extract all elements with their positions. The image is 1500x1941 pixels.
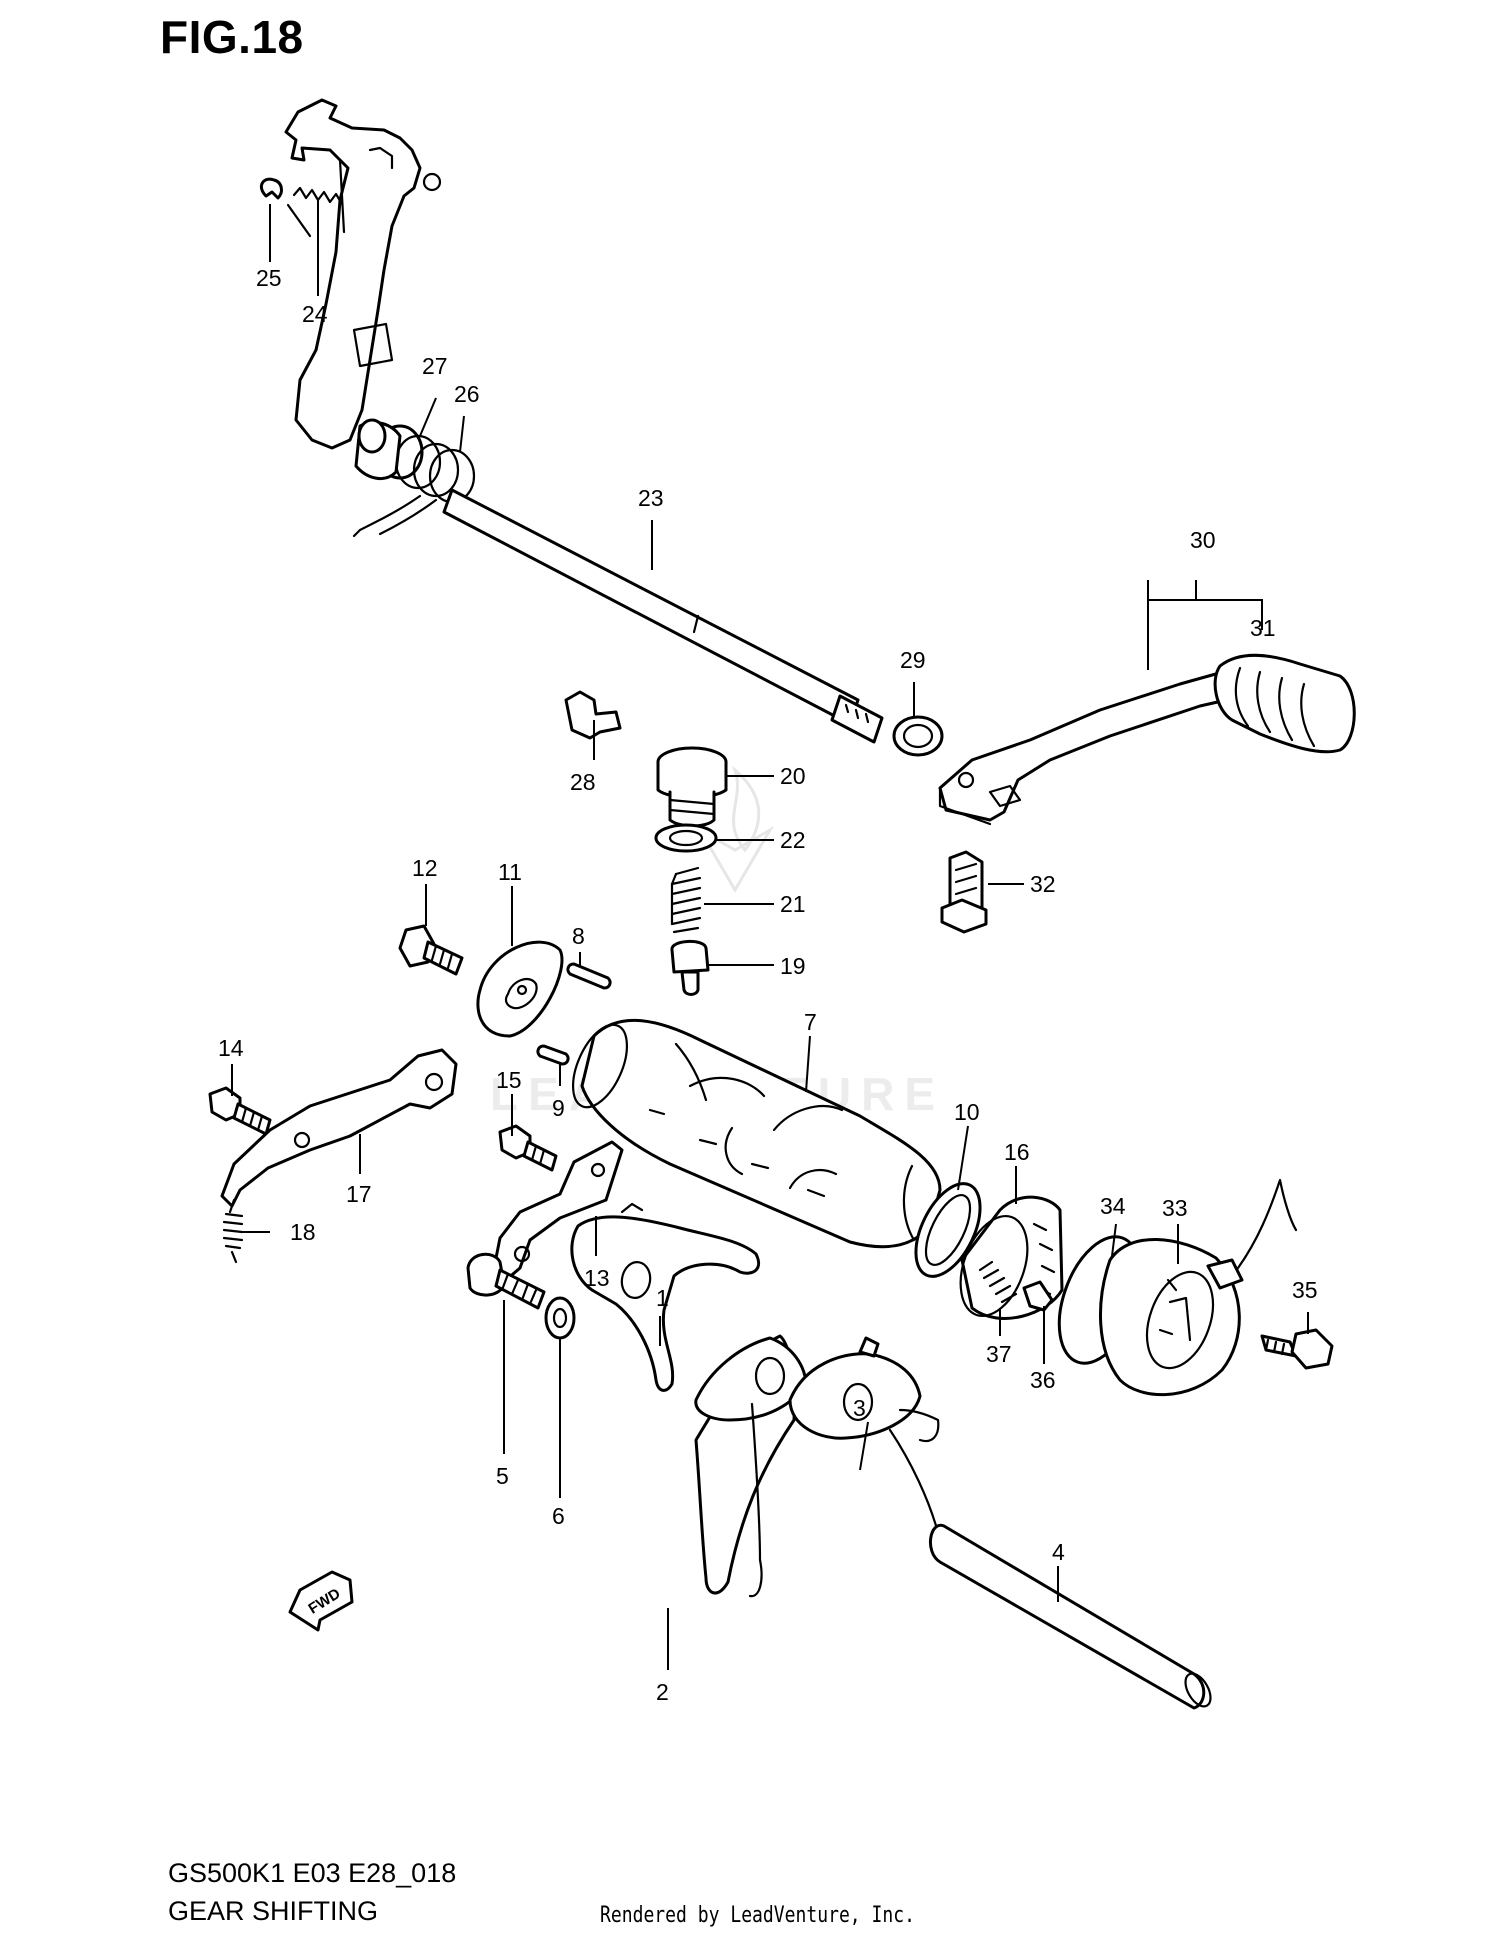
callout-15: 15 [496,1067,522,1093]
bolt-15 [498,1124,558,1172]
gearshift-lever [938,668,1252,826]
callout-27: 27 [422,353,448,379]
callout-37: 37 [986,1341,1012,1367]
callout-5: 5 [496,1463,509,1489]
leader-lines [231,200,1309,1670]
callout-33: 33 [1162,1195,1188,1221]
stopper-plate-13 [492,1140,624,1282]
callout-13: 13 [584,1265,610,1291]
lever-bolt [940,850,988,934]
neutral-contact-36 [1022,1280,1054,1312]
gearshift-arm [284,98,442,450]
callout-labels: 1 2 3 4 5 6 7 8 9 10 11 12 13 14 15 16 1… [218,265,1318,1705]
callout-6: 6 [552,1503,565,1529]
callout-31: 31 [1250,615,1276,641]
render-credit: Rendered by LeadVenture, Inc. [600,1903,915,1928]
callout-17: 17 [346,1181,372,1207]
footrest-rubber [1213,653,1356,754]
callout-24: 24 [302,301,328,327]
gearshift-cam [571,1018,942,1249]
shift-fork-shaft-4 [928,1523,1212,1710]
callout-12: 12 [412,855,438,881]
gasket-washer [654,823,718,853]
callout-30: 30 [1190,527,1216,553]
shift-fork-3 [788,1336,942,1542]
callout-18: 18 [290,1219,316,1245]
callout-8: 8 [572,923,585,949]
callout-26: 26 [454,381,480,407]
bolt-5 [466,1252,546,1310]
callout-20: 20 [780,763,806,789]
neutral-spring-37 [978,1260,1018,1304]
cam-stopper-plunger [670,940,710,996]
callout-32: 32 [1030,871,1056,897]
callout-21: 21 [780,891,806,917]
gear-position-switch-33 [1099,1178,1298,1396]
neutral-bolt-14 [208,1086,272,1136]
switch-bolt-35 [1260,1328,1334,1370]
plug-bolt [656,746,728,828]
callout-4: 4 [1052,1539,1065,1565]
gearshift-arm-stopper-bolt [564,690,622,740]
oil-seal [892,715,944,757]
callout-3: 3 [853,1395,866,1421]
e-clip [260,177,283,200]
shift-fork-2 [694,1334,808,1598]
washer-6 [544,1296,576,1340]
callout-36: 36 [1030,1367,1056,1393]
callout-1: 1 [656,1285,669,1311]
gearshift-shaft [442,488,884,744]
callout-29: 29 [900,647,926,673]
cam-stopper-arm-17 [220,1048,458,1208]
fwd-arrow: FWD [288,1570,354,1632]
shaft-collar [354,418,402,481]
callout-19: 19 [780,953,806,979]
callout-35: 35 [1292,1277,1318,1303]
callout-9: 9 [552,1095,565,1121]
spring-pin [286,186,344,238]
cam-pin-8 [566,962,612,990]
shift-fork-1 [570,1202,761,1392]
callout-16: 16 [1004,1139,1030,1165]
stopper-spring [670,866,702,934]
callout-7: 7 [804,1009,817,1035]
diagram-name: GEAR SHIFTING [168,1896,379,1926]
diagram-code: GS500K1 E03 E28_018 [168,1858,457,1888]
callout-2: 2 [656,1679,669,1705]
callout-28: 28 [570,769,596,795]
cam-pin-9 [536,1044,570,1066]
cam-driven-gear-plate [476,940,564,1038]
callout-34: 34 [1100,1193,1126,1219]
return-spring-18 [222,1198,244,1264]
callout-22: 22 [780,827,806,853]
callout-14: 14 [218,1035,244,1061]
callout-10: 10 [954,1099,980,1125]
callout-25: 25 [256,265,282,291]
callout-23: 23 [638,485,664,511]
cam-plate-bolt [398,924,464,976]
figure-title: FIG.18 [160,11,304,63]
callout-11: 11 [498,859,522,885]
